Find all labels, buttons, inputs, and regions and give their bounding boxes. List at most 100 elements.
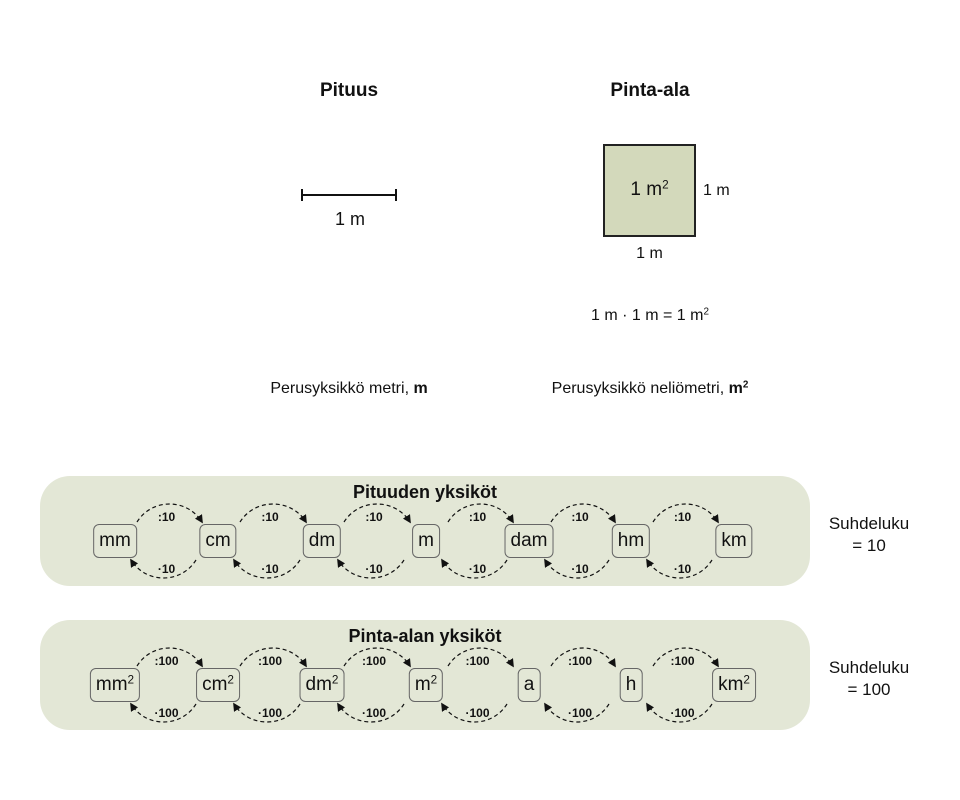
- unit-label-sup: 2: [127, 673, 135, 687]
- unit-box-length_units-6: km: [715, 524, 753, 558]
- divide-arrow: [136, 647, 203, 668]
- unit-box-length_units-1: cm: [199, 524, 237, 558]
- divide-arrow: [447, 503, 514, 524]
- length-ratio: Suhdeluku = 10: [809, 513, 929, 557]
- multiply-arrow: [337, 558, 405, 579]
- segment-label: 1 m: [334, 209, 365, 229]
- unit-label: mm: [95, 674, 128, 695]
- area-ratio: Suhdeluku = 100: [809, 657, 929, 701]
- divide-arrow: [550, 647, 616, 668]
- multiply-arrow: [233, 558, 301, 579]
- unit-box-length_units-5: hm: [611, 524, 651, 558]
- multiply-arrow: [544, 702, 610, 723]
- multiply-arrow: [441, 558, 508, 579]
- one-meter-segment: [301, 189, 397, 201]
- multiply-arrow: [544, 558, 610, 579]
- unit-box-length_units-0: mm: [93, 524, 137, 558]
- multiply-arrow: [130, 702, 197, 723]
- unit-label-sup: 2: [331, 673, 339, 687]
- multiply-label: ·100: [670, 706, 695, 720]
- divide-arrow: [239, 647, 307, 668]
- unit-label: dm: [305, 674, 332, 695]
- divide-label: :10: [365, 510, 383, 524]
- divide-label: :10: [261, 510, 279, 524]
- multiply-arrow: [130, 558, 197, 579]
- multiply-arrow: [646, 558, 713, 579]
- multiply-arrow: [233, 702, 301, 723]
- multiply-arrow: [337, 702, 405, 723]
- square-side-right-label: 1 m: [703, 182, 730, 199]
- unit-label-sup: 2: [743, 673, 750, 687]
- multiply-label: ·100: [361, 706, 387, 720]
- area-heading: Pinta-ala: [610, 80, 690, 101]
- unit-label: mm: [99, 530, 131, 551]
- divide-label: :10: [468, 510, 487, 524]
- multiply-label: ·100: [257, 706, 283, 720]
- divide-arrow: [652, 647, 719, 668]
- square-label: 1 m2: [603, 179, 696, 201]
- unit-box-area_units-1: cm2: [196, 668, 240, 702]
- divide-label: :10: [157, 510, 176, 524]
- unit-label: km: [718, 674, 744, 695]
- multiply-arrow: [441, 702, 508, 723]
- divide-arrow: [550, 503, 616, 524]
- unit-box-area_units-2: dm2: [299, 668, 345, 702]
- unit-label: m: [414, 674, 431, 695]
- divide-label: :10: [673, 510, 692, 524]
- unit-label: cm: [202, 674, 228, 695]
- divide-label: :100: [670, 654, 695, 668]
- multiply-label: ·10: [673, 562, 692, 576]
- unit-label: dm: [308, 530, 336, 551]
- length-caption: Perusyksikkö metri, m: [229, 380, 469, 398]
- length-conversion-arrows: [130, 503, 719, 579]
- divide-arrow: [136, 503, 203, 524]
- divide-label: :100: [361, 654, 387, 668]
- area-units-title: Pinta-alan yksiköt: [348, 626, 502, 646]
- divide-arrow: [343, 503, 411, 524]
- divide-arrow: [239, 503, 307, 524]
- area-ratio-line2: = 100: [847, 680, 891, 699]
- area-formula-sup: 2: [703, 306, 709, 318]
- unit-box-area_units-5: h: [619, 668, 643, 702]
- square-side-bottom-label: 1 m: [636, 245, 663, 262]
- area-caption-unit-sup: 2: [742, 379, 749, 391]
- unit-box-length_units-2: dm: [302, 524, 342, 558]
- unit-label: a: [523, 674, 535, 695]
- divide-label: :100: [465, 654, 490, 668]
- multiply-label: ·10: [571, 562, 589, 576]
- multiply-label: ·10: [365, 562, 383, 576]
- area-formula: 1 m · 1 m = 1 m2: [550, 307, 750, 325]
- area-ratio-line1: Suhdeluku: [828, 658, 910, 677]
- square-label-sup: 2: [662, 178, 669, 192]
- unit-box-area_units-6: km2: [712, 668, 756, 702]
- length-ratio-line2: = 10: [852, 536, 886, 555]
- multiply-label: ·100: [567, 706, 593, 720]
- unit-label: m: [418, 530, 434, 551]
- unit-box-length_units-3: m: [412, 524, 440, 558]
- area-caption-unit: m: [728, 380, 743, 397]
- area-conversion-arrows: [130, 647, 719, 723]
- area-formula-text: 1 m · 1 m = 1 m: [591, 307, 704, 324]
- unit-box-area_units-0: mm2: [89, 668, 141, 702]
- divide-label: :100: [154, 654, 179, 668]
- unit-label-sup: 2: [430, 673, 438, 687]
- length-heading: Pituus: [319, 80, 379, 101]
- unit-label: hm: [617, 530, 645, 551]
- divide-label: :100: [257, 654, 283, 668]
- unit-box-length_units-4: dam: [504, 524, 554, 558]
- unit-label: km: [721, 530, 747, 551]
- square-label-text: 1 m: [630, 179, 663, 200]
- divide-arrow: [652, 503, 719, 524]
- divide-arrow: [447, 647, 514, 668]
- multiply-label: ·10: [468, 562, 487, 576]
- multiply-label: ·100: [154, 706, 179, 720]
- unit-label: cm: [205, 530, 231, 551]
- one-square-meter-square: [603, 144, 696, 237]
- length-ratio-line1: Suhdeluku: [828, 514, 910, 533]
- divide-arrow: [343, 647, 411, 668]
- multiply-label: ·100: [465, 706, 490, 720]
- multiply-arrow: [646, 702, 713, 723]
- divide-label: :10: [571, 510, 589, 524]
